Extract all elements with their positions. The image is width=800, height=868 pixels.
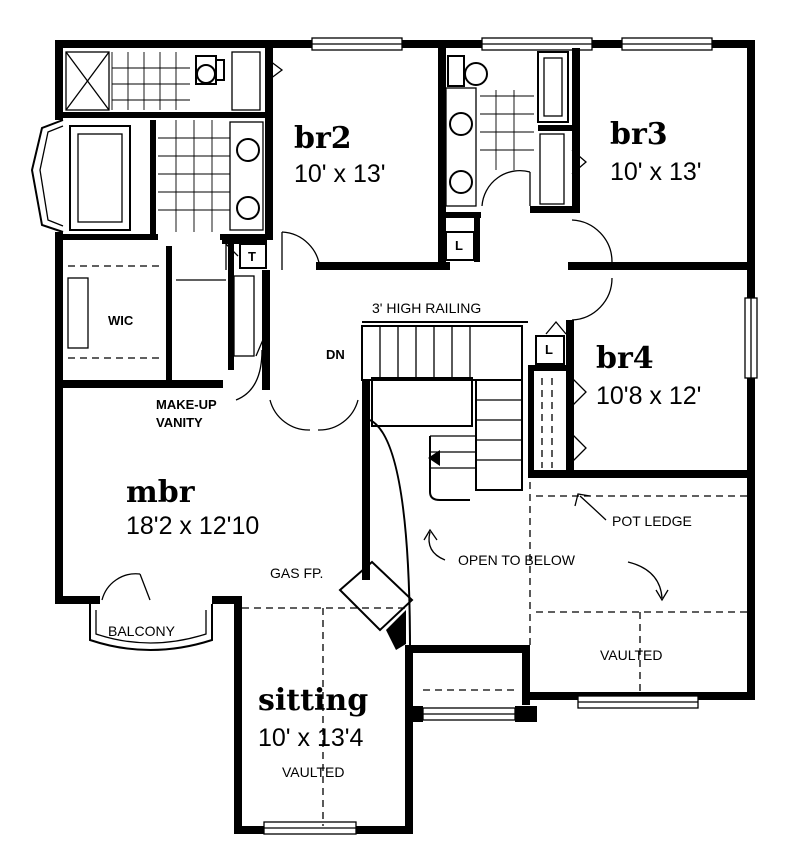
balcony-outline xyxy=(89,604,213,651)
br2-size: 10' x 13' xyxy=(294,160,386,188)
master-bath xyxy=(65,51,284,232)
br3-name: br3 xyxy=(610,117,668,152)
t-closet-label: T xyxy=(248,249,256,264)
makeup-label-1: MAKE-UP xyxy=(156,397,217,412)
br4-name: br4 xyxy=(596,341,654,376)
interior-walls xyxy=(63,48,755,705)
mbr-size: 18'2 x 12'10 xyxy=(126,512,260,540)
dn-label: DN xyxy=(326,347,345,362)
sitting-vaulted: VAULTED xyxy=(282,764,345,780)
sitting-size: 10' x 13'4 xyxy=(258,724,364,752)
linen-label-2: L xyxy=(545,342,553,357)
gas-fireplace xyxy=(338,560,414,650)
shared-bath xyxy=(445,51,587,207)
walk-in-closet xyxy=(67,265,255,359)
br3-size: 10' x 13' xyxy=(610,158,702,186)
balcony-label: BALCONY xyxy=(108,623,175,639)
br2-name: br2 xyxy=(294,121,352,156)
wic-label: WIC xyxy=(108,313,134,328)
annotation-arrows xyxy=(235,340,669,602)
closets xyxy=(225,231,567,468)
pot-ledge-label: POT LEDGE xyxy=(612,513,692,529)
dashed-lines xyxy=(242,470,747,826)
makeup-label-2: VANITY xyxy=(156,415,203,430)
vaulted-label: VAULTED xyxy=(600,647,663,663)
mbr-name: mbr xyxy=(126,475,195,510)
gas-fp-label: GAS FP. xyxy=(270,565,324,581)
linen-label-1: L xyxy=(455,238,463,253)
bay-window xyxy=(30,119,64,233)
door-swings xyxy=(101,219,613,601)
staircase xyxy=(361,321,528,651)
br4-size: 10'8 x 12' xyxy=(596,382,702,410)
open-to-below-label: OPEN TO BELOW xyxy=(458,552,575,568)
railing-label: 3' HIGH RAILING xyxy=(372,300,482,316)
windows xyxy=(263,37,758,835)
sitting-name: sitting xyxy=(258,683,369,718)
